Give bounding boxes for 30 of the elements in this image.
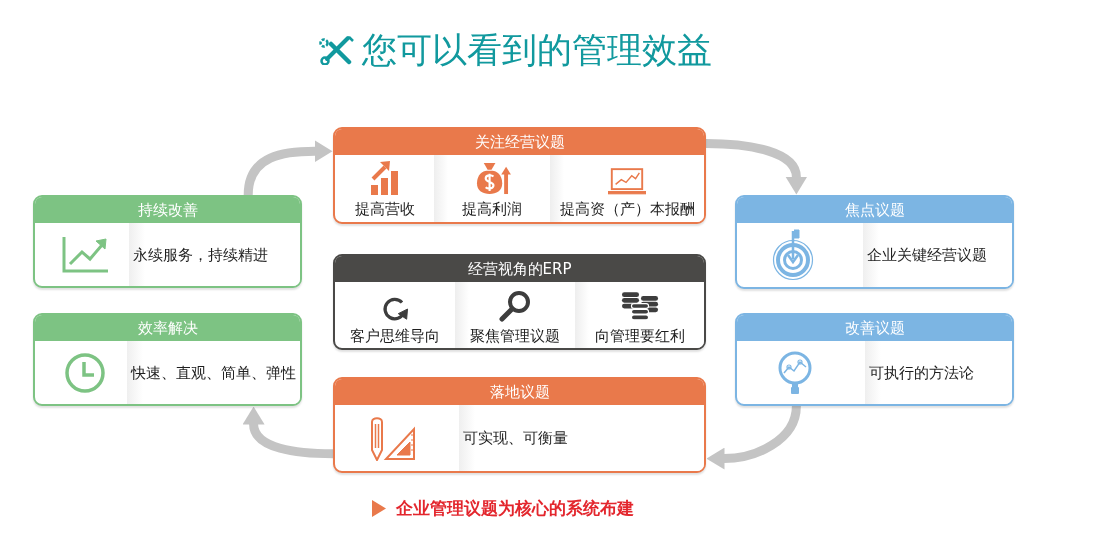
info-card (735, 313, 1014, 406)
curved-arrow (242, 406, 334, 459)
card-title: 改善议题 (737, 315, 1012, 341)
item-label: 提高营收 (354, 200, 415, 219)
card-text: 可执行的方法论 (869, 362, 975, 383)
item-label: 客户思维导向 (350, 327, 440, 346)
info-card (735, 195, 1014, 289)
item-label: 向管理要红利 (594, 327, 685, 346)
card-title: 经营视角的ERP (335, 256, 704, 282)
card-title: 落地议题 (335, 379, 704, 405)
item-label: 聚焦管理议题 (470, 327, 560, 346)
title: 您可以看到的管理效益 (362, 29, 712, 72)
info-card (33, 195, 302, 288)
info-card (333, 377, 706, 473)
card-text: 可实现、可衡量 (463, 428, 569, 448)
card-title: 持续改善 (35, 197, 300, 223)
card-title: 焦点议题 (737, 197, 1012, 223)
caption: 企业管理议题为核心的系统布建 (396, 497, 634, 519)
card-title: 关注经营议题 (335, 129, 704, 155)
card-text: 快速、直观、简单、弹性 (131, 362, 297, 383)
item-label: 提高资（产）本报酬 (559, 200, 695, 219)
info-card (333, 127, 706, 224)
info-card (333, 254, 706, 350)
curved-arrow (706, 405, 801, 470)
card-title: 效率解决 (35, 315, 300, 341)
curved-arrow (705, 139, 808, 195)
card-text: 企业关键经营议题 (867, 245, 988, 265)
card-text: 永续服务，持续精进 (133, 244, 269, 265)
info-card (33, 313, 302, 406)
item-label: 提高利润 (462, 200, 522, 219)
